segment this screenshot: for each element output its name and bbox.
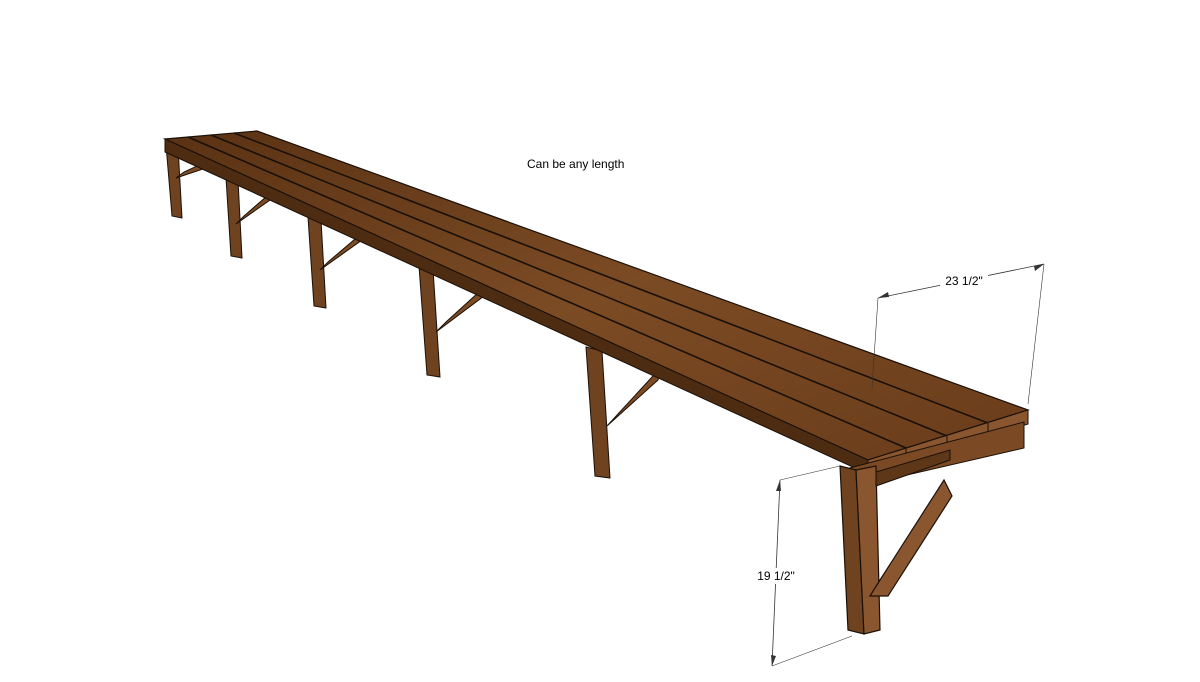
height-dimension: 19 1/2"	[752, 465, 853, 667]
height-label: 19 1/2"	[757, 569, 795, 583]
length-note: Can be any length	[527, 157, 624, 171]
slat-gap	[210, 134, 948, 437]
leg-assembly-6	[839, 449, 953, 635]
width-label: 23 1/2"	[945, 274, 983, 288]
slat-gap	[187, 136, 907, 449]
leg-assembly-1	[165, 144, 212, 219]
slat-gap	[233, 132, 989, 424]
width-dimension: 23 1/2"	[871, 263, 1045, 405]
leg-assembly-5	[585, 346, 665, 479]
